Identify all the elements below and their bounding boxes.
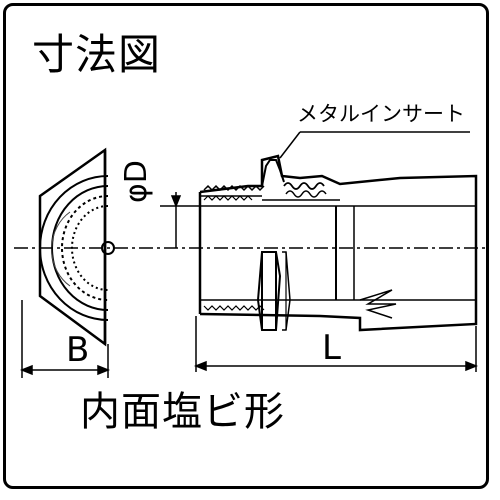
- dimension-l: [193, 316, 479, 372]
- drawing-title: 寸法図: [32, 30, 162, 79]
- dimension-b-label: B: [66, 330, 90, 370]
- dimension-d-label: φD: [119, 160, 154, 203]
- side-view: [198, 154, 478, 332]
- callout-leader: [279, 131, 470, 159]
- dimension-b: [19, 300, 111, 378]
- end-view: [38, 147, 115, 347]
- drawing-caption: 内面塩ビ形: [80, 389, 285, 435]
- drawing-frame: [3, 3, 489, 489]
- metal-insert-label: メタルインサート: [297, 102, 465, 126]
- dimension-l-label: L: [322, 328, 341, 368]
- dimension-d: [160, 192, 200, 248]
